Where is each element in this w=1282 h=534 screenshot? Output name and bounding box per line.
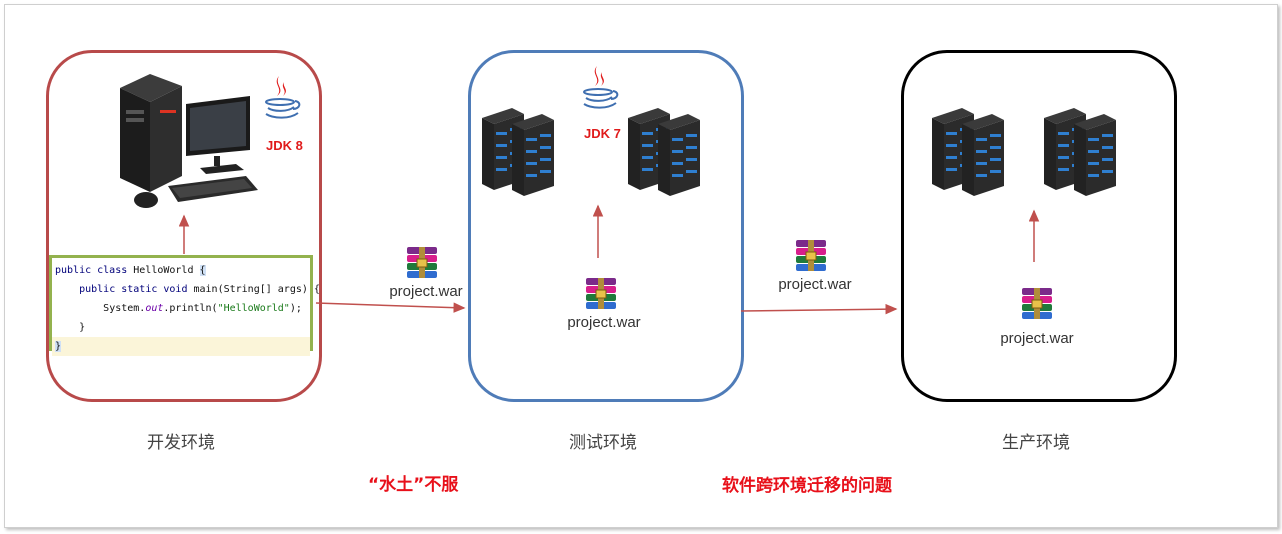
- war-file-label: project.war: [778, 276, 852, 293]
- code-snippet: public class HelloWorld { public static …: [49, 255, 320, 356]
- server-rack-icon: [1044, 108, 1116, 196]
- server-rack-icon: [482, 108, 554, 196]
- server-rack-icon: [628, 108, 700, 196]
- war-file-label: project.war: [1000, 330, 1074, 347]
- dev-environment-label: 开发环境: [147, 433, 215, 453]
- code-line: System.out.println("HelloWorld");: [103, 303, 302, 314]
- java-logo-icon: [265, 75, 301, 119]
- test-environment-box: [468, 50, 744, 402]
- arrow-icon: [740, 303, 898, 315]
- incompatibility-note: “水土”不服: [368, 475, 459, 495]
- code-line: public class HelloWorld {: [55, 265, 206, 276]
- arrow-icon: [315, 302, 466, 313]
- server-rack-icon: [932, 108, 1004, 196]
- winrar-archive-icon: [1021, 287, 1053, 320]
- war-file-label: project.war: [389, 283, 463, 300]
- java-logo-icon: [583, 65, 619, 109]
- winrar-archive-icon: [406, 246, 438, 279]
- code-line: }: [52, 337, 310, 356]
- prod-environment-box: [901, 50, 1177, 402]
- test-environment-label: 测试环境: [569, 433, 637, 453]
- code-line: public static void main(String[] args) {: [79, 284, 320, 295]
- migration-problem-note: 软件跨环境迁移的问题: [722, 476, 892, 496]
- jdk-version-label: JDK 7: [584, 126, 621, 141]
- war-file-label: project.war: [567, 314, 641, 331]
- jdk-version-label: JDK 8: [266, 138, 303, 153]
- desktop-computer-icon: [120, 74, 258, 208]
- code-line: }: [79, 322, 86, 333]
- prod-environment-label: 生产环境: [1002, 433, 1070, 453]
- winrar-archive-icon: [795, 239, 827, 272]
- winrar-archive-icon: [585, 277, 617, 310]
